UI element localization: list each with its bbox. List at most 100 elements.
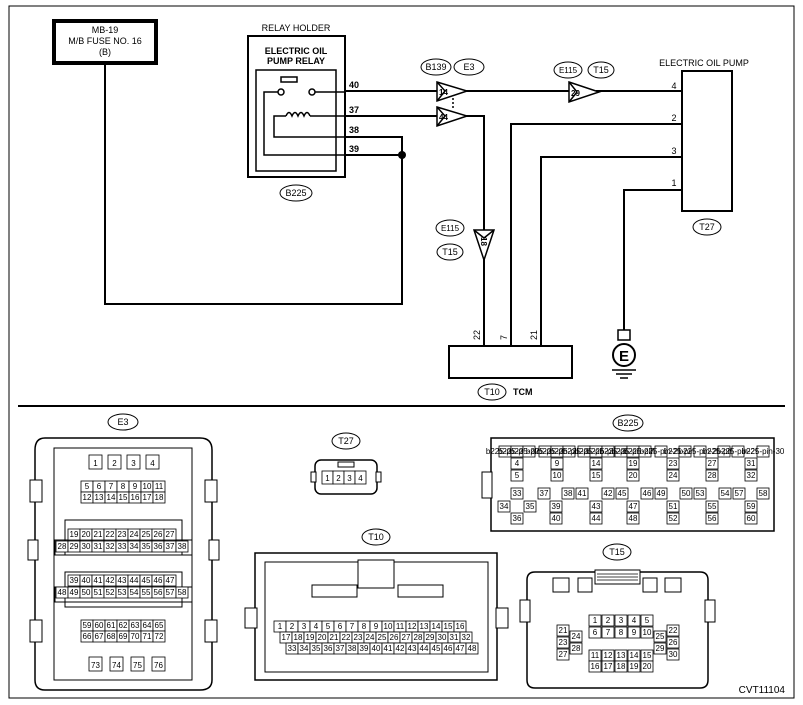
e3-pin-44: 44 [127, 574, 141, 587]
undefined: b225-pin-22 [664, 445, 707, 458]
pump-box [681, 70, 733, 212]
b225-pin-51: 51 [666, 500, 680, 513]
t15-pin-4: 4 [627, 614, 641, 627]
svg-text:23: 23 [669, 459, 678, 468]
svg-text:30: 30 [669, 650, 678, 659]
wire-fuse-feed [104, 62, 403, 305]
t10-pin-1: 1 [273, 620, 287, 633]
t10-pin-43: 43 [405, 642, 419, 655]
svg-text:36: 36 [324, 644, 333, 653]
svg-text:46: 46 [643, 489, 652, 498]
svg-text:32: 32 [106, 542, 115, 551]
e3-pin-25: 25 [139, 528, 153, 541]
b225-pin-50: 50 [679, 487, 693, 500]
t15-pin-7: 7 [601, 626, 615, 639]
svg-text:1: 1 [325, 474, 330, 483]
t10-pin-13: 13 [417, 620, 431, 633]
svg-text:14: 14 [592, 459, 601, 468]
svg-text:48: 48 [468, 644, 477, 653]
svg-text:b225-pin-12: b225-pin-12 [575, 447, 618, 456]
e3-pin-64: 64 [140, 619, 154, 632]
connector-b225: B225 b225-pin-1b225-pin-2b225-pin-3b225-… [481, 414, 785, 532]
b225-pin-10: 10 [550, 469, 564, 482]
svg-text:53: 53 [696, 489, 705, 498]
wires [104, 62, 682, 346]
e3-pin-65: 65 [152, 619, 166, 632]
e3-pin-3: 3 [126, 454, 141, 470]
svg-text:6: 6 [338, 622, 343, 631]
b139-pin-14: 14 [439, 88, 448, 97]
e3-pin-74: 74 [109, 656, 124, 672]
svg-text:2: 2 [336, 474, 341, 483]
relay-connector-oval [279, 184, 313, 202]
svg-text:6: 6 [97, 482, 102, 491]
b225-pin-42: 42 [601, 487, 615, 500]
t15-pin-10: 10 [640, 626, 654, 639]
b225-pin-47: 47 [626, 500, 640, 513]
svg-text:49: 49 [70, 588, 79, 597]
t10-pin-16: 16 [453, 620, 467, 633]
svg-text:2: 2 [290, 622, 295, 631]
svg-text:37: 37 [540, 489, 549, 498]
t10-pin-32: 32 [459, 631, 473, 644]
relay-holder-title: RELAY HOLDER [262, 23, 331, 33]
svg-text:8: 8 [121, 482, 126, 491]
pump-pin-2: 2 [671, 113, 676, 123]
e3-pin-40: 40 [79, 574, 93, 587]
relay-pin-37: 37 [349, 105, 359, 115]
b225-pin-14: 14 [589, 457, 603, 470]
svg-text:b225-pin-1: b225-pin-1 [486, 447, 525, 456]
svg-text:9: 9 [133, 482, 138, 491]
svg-text:53: 53 [118, 588, 127, 597]
e3-pin-66: 66 [80, 630, 94, 643]
svg-text:4: 4 [515, 459, 520, 468]
t15-pin-27: 27 [556, 648, 570, 661]
svg-text:b225-pin-25: b225-pin-25 [679, 447, 722, 456]
svg-text:1: 1 [278, 622, 283, 631]
b225-pin-32: 32 [744, 469, 758, 482]
b225-pin-46: 46 [640, 487, 654, 500]
e3-pin-73: 73 [88, 656, 103, 672]
undefined: b225-pin-21 [640, 445, 683, 458]
t27-connector-label: T27 [338, 436, 354, 446]
svg-text:14: 14 [107, 493, 116, 502]
t15-pin-28: 28 [569, 642, 583, 655]
e3-pin-11: 11 [152, 480, 166, 493]
e3-pin-63: 63 [128, 619, 142, 632]
svg-text:10: 10 [553, 471, 562, 480]
svg-text:57: 57 [166, 588, 175, 597]
svg-text:56: 56 [708, 514, 717, 523]
fuse-box [52, 19, 158, 65]
e3-pin-75: 75 [130, 656, 145, 672]
svg-text:27: 27 [402, 633, 411, 642]
svg-text:24: 24 [366, 633, 375, 642]
e3-pin-50: 50 [79, 586, 93, 599]
ground-symbol-letter: E [619, 348, 629, 365]
relay-inner-box [255, 69, 337, 172]
t15-top-oval [587, 61, 615, 79]
t15-pin-26: 26 [666, 636, 680, 649]
b225-pin-38: 38 [561, 487, 575, 500]
svg-text:20: 20 [82, 530, 91, 539]
e3-pin-2: 2 [107, 454, 122, 470]
svg-text:b225-pin-18: b225-pin-18 [624, 447, 667, 456]
svg-text:20: 20 [318, 633, 327, 642]
svg-text:16: 16 [456, 622, 465, 631]
b225-pin-49: 49 [654, 487, 668, 500]
b225-pin-36: 36 [510, 512, 524, 525]
t15-pin-18: 18 [614, 660, 628, 673]
ground-icon [612, 369, 636, 379]
svg-text:31: 31 [747, 459, 756, 468]
t10-connector-label: T10 [368, 532, 384, 542]
svg-text:48: 48 [58, 588, 67, 597]
e3-pin-18: 18 [152, 491, 166, 504]
t15-pin-9: 9 [627, 626, 641, 639]
t27-pin-1: 1 [321, 470, 334, 485]
relay-coil [273, 111, 345, 138]
b225-pin-33: 33 [510, 487, 524, 500]
fuse-line3: (B) [99, 47, 111, 57]
t10-pin-39: 39 [357, 642, 371, 655]
svg-text:19: 19 [629, 459, 638, 468]
svg-text:33: 33 [288, 644, 297, 653]
svg-text:46: 46 [154, 576, 163, 585]
